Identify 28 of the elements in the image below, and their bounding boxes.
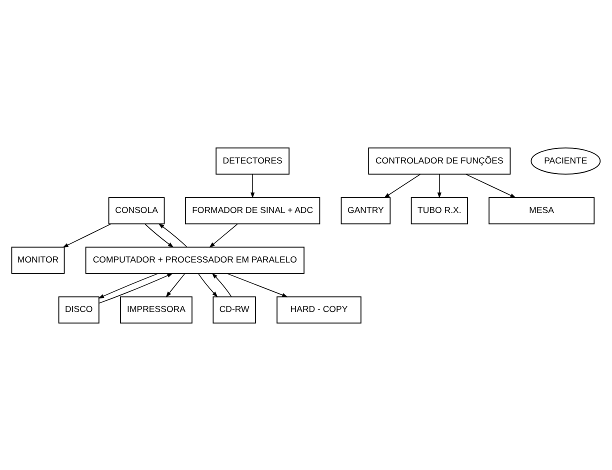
arrow [250,174,255,198]
node-box: MESA [488,196,595,224]
node-box: GANTRY [340,196,391,224]
arrow [226,272,288,297]
arrow [466,173,516,198]
arrow [166,272,186,297]
node-box: IMPRESSORA [120,296,192,324]
arrow [437,174,442,198]
node-box: COMPUTADOR + PROCESSADOR EM PARALELO [85,246,304,274]
node-box: CONSOLA [108,196,165,224]
node-box: TUBO R.X. [410,196,468,224]
node-box: CONTROLADOR DE FUNÇÕES [368,146,511,174]
arrow [62,223,112,248]
node-box: HARD - COPY [276,296,362,324]
node-box: MONITOR [11,246,65,274]
arrow [384,173,421,198]
node-box: FORMADOR DE SINAL + ADC [185,196,320,224]
arrow [212,272,232,296]
arrow [98,272,174,304]
arrow [158,222,188,247]
node-box: CD-RW [212,296,256,324]
arrow [198,272,218,297]
node-ellipse: PACIENTE [530,146,601,174]
arrow [98,272,158,298]
arrow [209,223,238,248]
node-box: DISCO [58,296,100,324]
arrow [144,223,174,248]
node-box: DETECTORES [216,146,290,174]
